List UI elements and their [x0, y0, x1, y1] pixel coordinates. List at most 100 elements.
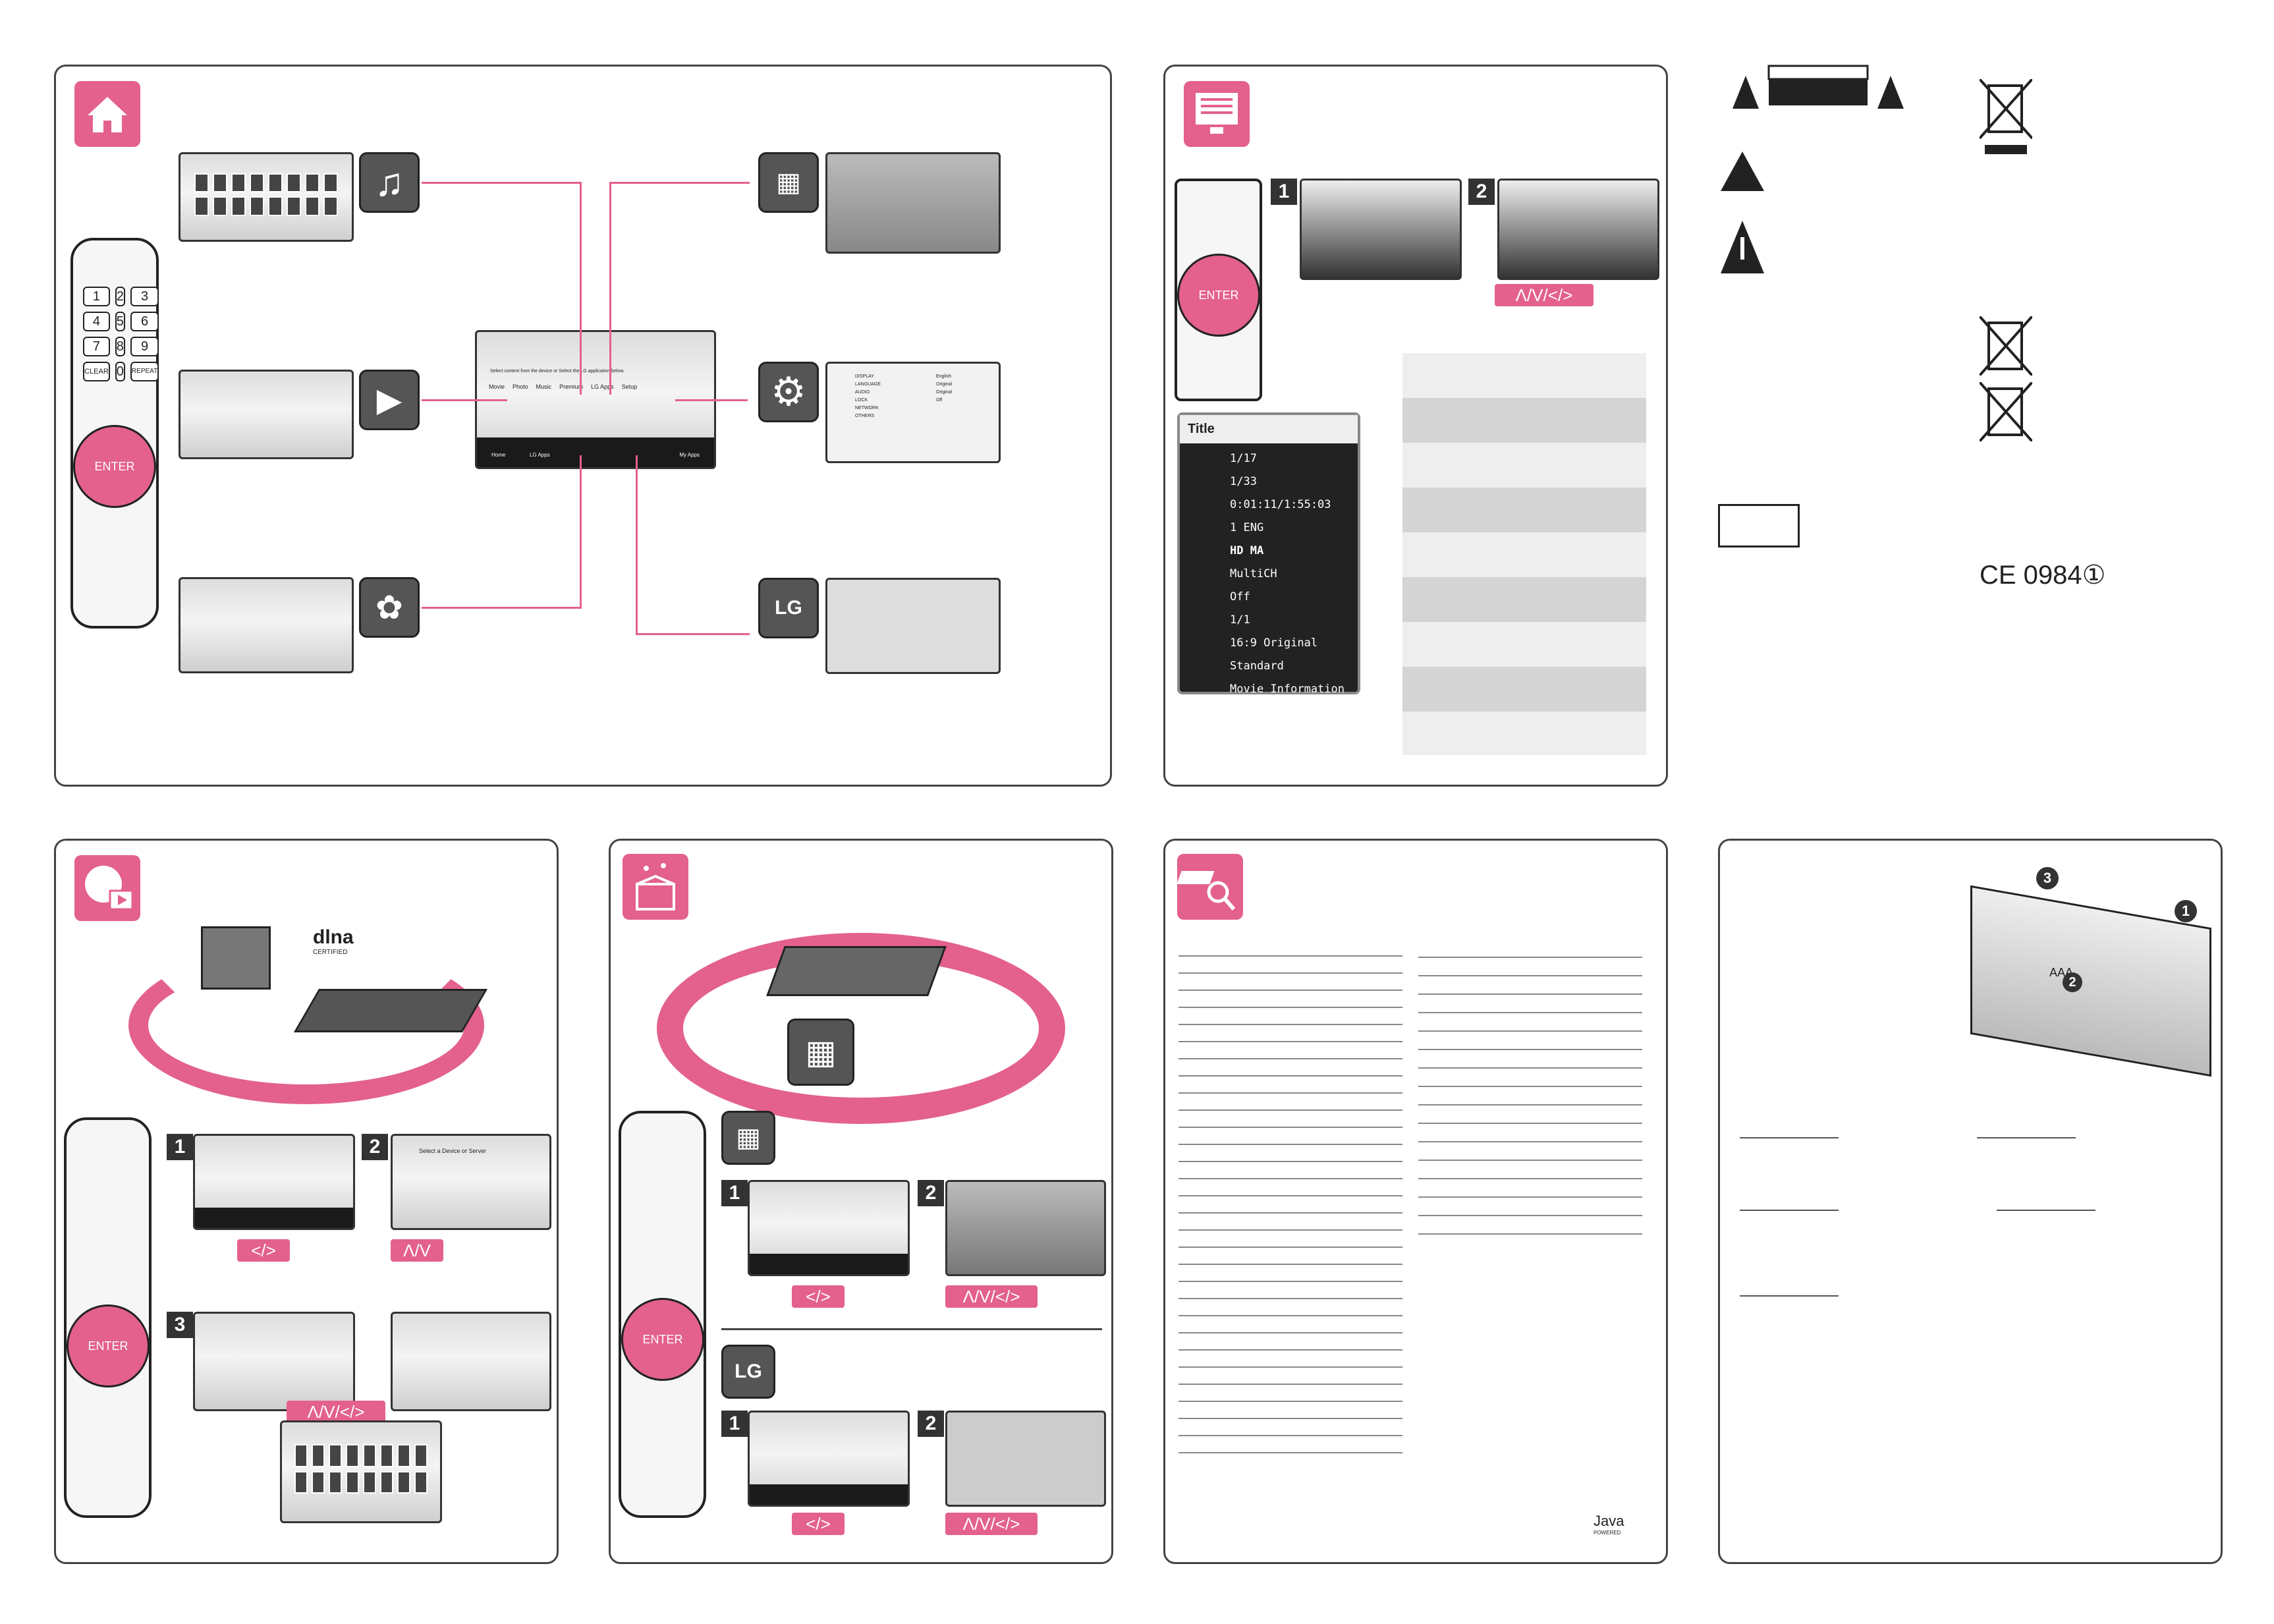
enter-button-3[interactable]: ENTER — [67, 1304, 150, 1387]
lg-step-2: 2 — [918, 1411, 944, 1437]
info-title: Title — [1180, 415, 1358, 443]
music-list-screen — [179, 152, 354, 242]
setup-value-4: Off — [936, 398, 943, 403]
info-row-time: 0:01:11/1:55:03 — [1230, 498, 1331, 511]
movie-icon: ▶ — [359, 370, 420, 430]
step-1: 1 — [1271, 179, 1297, 205]
lightning-warning-icon — [1721, 152, 1764, 191]
remote-control-network: ENTER — [64, 1117, 152, 1518]
prem-step-1: 1 — [721, 1180, 748, 1206]
net-arrow-3: Λ/V/</> — [287, 1401, 385, 1423]
setup-item-display[interactable]: DISPLAY — [855, 374, 875, 379]
connector-music — [422, 182, 582, 395]
prem-arrow-1: </> — [792, 1285, 845, 1308]
net-arrow-1: </> — [237, 1239, 290, 1262]
setup-item-others[interactable]: OTHERS — [855, 414, 875, 418]
bottom-item-my-apps[interactable]: My Apps — [679, 451, 700, 458]
setup-value-2: Original — [936, 382, 953, 387]
menu-item-lg-apps[interactable]: LG Apps — [591, 383, 614, 390]
connector-premium — [609, 182, 750, 395]
premium-screen — [825, 152, 1001, 254]
home-menu-bottom-bar: Home LG Apps My Apps — [477, 437, 714, 467]
gift-box-icon — [636, 863, 675, 910]
network-panel: dlna CERTIFIED ENTER 1 </> 2 Select a De… — [54, 839, 559, 1564]
key-9[interactable]: 9 — [130, 337, 159, 356]
key-1[interactable]: 1 — [83, 287, 110, 306]
net-music-list-screen — [280, 1420, 442, 1523]
info-legend-column — [1402, 353, 1646, 755]
battery-step-1: 1 — [2175, 900, 2197, 922]
home-menu-title: Select content from the device or Select… — [490, 369, 624, 374]
net-step-2: 2 — [362, 1134, 388, 1160]
music-icon: ♫ — [359, 152, 420, 213]
warning-symbols — [1719, 63, 1917, 122]
bottom-item-lg-apps[interactable]: LG Apps — [530, 451, 550, 458]
menu-item-setup[interactable]: Setup — [621, 383, 638, 390]
info-row-movie-info: Movie Information — [1230, 683, 1345, 696]
display-info-icon — [1184, 81, 1250, 147]
lg-apps-small-icon: LG — [721, 1345, 775, 1399]
menu-item-movie[interactable]: Movie — [489, 383, 505, 390]
info-row-title: 1/17 — [1230, 452, 1257, 465]
step-2: 2 — [1468, 179, 1495, 205]
setup-item-network[interactable]: NETWORK — [855, 406, 879, 410]
key-2[interactable]: 2 — [115, 287, 125, 306]
weee-battery-icon-1 — [1980, 316, 2032, 376]
prem-arrow-2: Λ/V/</> — [945, 1285, 1038, 1308]
info-box: Title 1/17 1/33 0:01:11/1:55:03 1 ENG HD… — [1177, 412, 1360, 696]
enter-button-2[interactable]: ENTER — [1177, 254, 1260, 337]
setup-item-language[interactable]: LANGUAGE — [855, 382, 881, 387]
info-row-channels: MultiCH — [1230, 567, 1277, 580]
home-icon — [74, 81, 140, 147]
battery-text-line-2 — [1740, 1210, 1839, 1211]
premium-section-icon — [623, 854, 688, 920]
movie-list-screen — [179, 370, 354, 459]
net-step-3: 3 — [167, 1312, 193, 1338]
net-arrow-2: Λ/V — [391, 1239, 443, 1262]
exclamation-warning-icon — [1721, 221, 1764, 273]
enter-button[interactable]: ENTER — [73, 425, 156, 508]
enter-button-4[interactable]: ENTER — [621, 1298, 704, 1381]
display-panel: ENTER 1 2 Λ/V/</> Title 1/17 1/33 0:01:1… — [1163, 65, 1668, 787]
key-0[interactable]: 0 — [115, 362, 125, 381]
setup-value-3: Original — [936, 390, 953, 395]
key-4[interactable]: 4 — [83, 312, 110, 331]
setup-item-lock[interactable]: LOCK — [855, 398, 868, 403]
menu-item-music[interactable]: Music — [536, 383, 552, 390]
specs-icon — [1177, 854, 1243, 920]
dlna-text: dlna — [313, 926, 354, 948]
battery-text-line-3 — [1740, 1295, 1839, 1297]
net-movie-list-screen — [193, 1312, 355, 1411]
key-6[interactable]: 6 — [130, 312, 159, 331]
number-keys: 1 2 3 4 5 6 7 8 9 CLEAR 0 REPEAT — [83, 287, 159, 381]
menu-item-premium[interactable]: Premium — [559, 383, 584, 390]
key-5[interactable]: 5 — [115, 312, 125, 331]
bottom-item-home[interactable]: Home — [491, 451, 506, 458]
key-3[interactable]: 3 — [130, 287, 159, 306]
setup-item-audio[interactable]: AUDIO — [855, 390, 870, 395]
connector-movie — [422, 399, 507, 401]
premium-player-image — [766, 946, 947, 996]
battery-text-line-5 — [1997, 1210, 2095, 1211]
remote-control-premium: ENTER — [619, 1111, 706, 1518]
home-panel: 1 2 3 4 5 6 7 8 9 CLEAR 0 REPEAT ENTER ♫… — [54, 65, 1112, 787]
lg-apps-screen — [825, 578, 1001, 674]
menu-item-photo[interactable]: Photo — [513, 383, 528, 390]
setup-menu-list: DISPLAY LANGUAGE AUDIO LOCK NETWORK OTHE… — [855, 373, 881, 420]
bluray-player-image — [293, 989, 488, 1032]
premium-panel: ▦ ENTER ▦ 1 </> 2 Λ/V/</> LG 1 </> 2 Λ/V… — [609, 839, 1113, 1564]
network-icon — [74, 855, 140, 921]
key-7[interactable]: 7 — [83, 337, 110, 356]
net-photo-list-screen — [391, 1312, 551, 1411]
magnifier-player-icon — [1177, 871, 1236, 910]
battery-step-2: 2 — [2063, 972, 2082, 992]
key-8[interactable]: 8 — [115, 337, 125, 356]
key-repeat[interactable]: REPEAT — [130, 362, 159, 381]
caution-label-icon — [1733, 65, 1904, 109]
lg-home-screen — [748, 1411, 910, 1507]
key-clear[interactable]: CLEAR — [83, 362, 110, 381]
home-menu-items: Movie Photo Music Premium LG Apps Setup — [489, 383, 637, 390]
connector-lg-apps — [636, 455, 750, 635]
ce-mark: CE 0984① — [1980, 561, 2106, 590]
info-row-aspect: 16:9 Original — [1230, 636, 1318, 650]
